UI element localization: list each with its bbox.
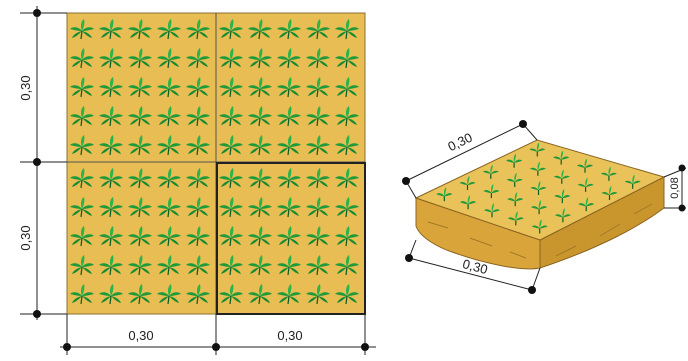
plan-highlighted-tile (216, 162, 366, 315)
dim-bottom-height: 0,30 (18, 225, 33, 250)
iso-side-left (415, 197, 541, 270)
iso-side-right (539, 176, 665, 269)
dim-iso-front-edge: 0,30 (461, 256, 489, 277)
plan-view (66, 12, 366, 315)
dim-right-width: 0,30 (277, 328, 302, 343)
dim-iso-thickness: 0,08 (669, 177, 681, 198)
iso-dimension-dots (402, 120, 686, 294)
isometric-view (414, 139, 666, 270)
iso-texture (427, 203, 653, 259)
dim-iso-top-edge: 0,30 (445, 130, 474, 155)
plan-dimension-dots (33, 9, 369, 351)
dim-top-height: 0,30 (18, 75, 33, 100)
dim-left-width: 0,30 (128, 328, 153, 343)
